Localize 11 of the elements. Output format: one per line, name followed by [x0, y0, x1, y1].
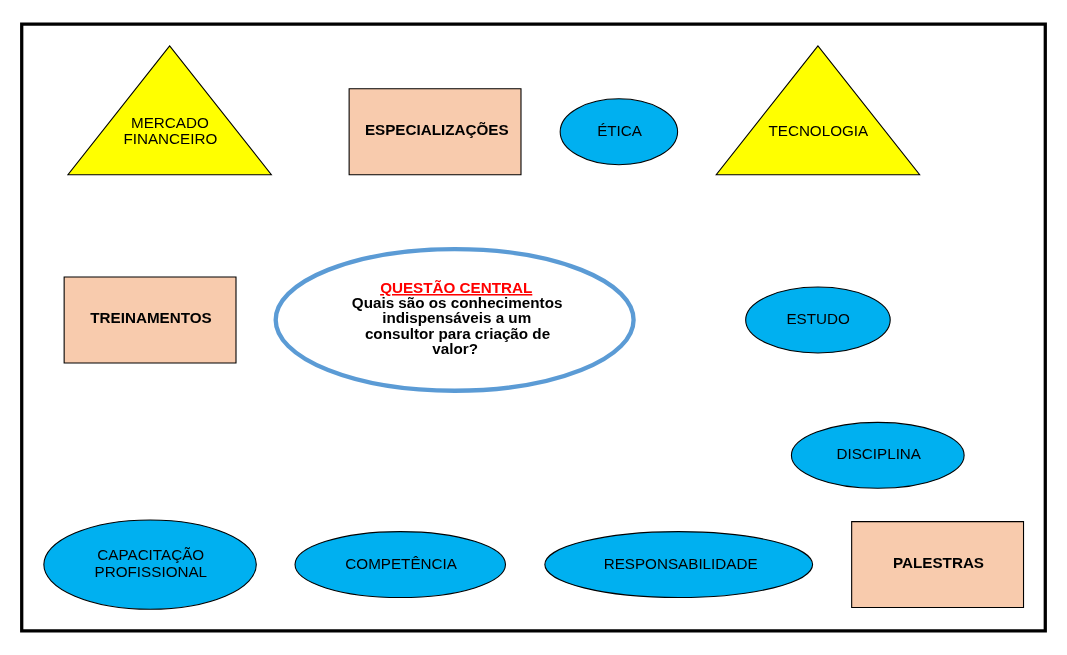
node-box: TREINAMENTOS [63, 276, 237, 364]
node-ellipse: ESTUDO [745, 286, 891, 354]
node-ellipse: DISCIPLINA [790, 421, 965, 489]
node-ellipse: RESPONSABILIDADE [544, 531, 814, 599]
node-ellipse: QUESTÃO CENTRAL Quais são os conhecimentos indispensáveis a um consultor para criação de valor? [273, 246, 636, 393]
node-box: ESPECIALIZAÇÕES [348, 88, 522, 176]
cluster [20, 22, 1047, 633]
node-ellipse: CAPACITAÇÃO PROFISSIONAL [43, 519, 257, 610]
node-ellipse: ÉTICA [559, 98, 679, 166]
node-box: PALESTRAS [851, 521, 1025, 609]
node-ellipse: COMPETÊNCIA [294, 531, 507, 599]
